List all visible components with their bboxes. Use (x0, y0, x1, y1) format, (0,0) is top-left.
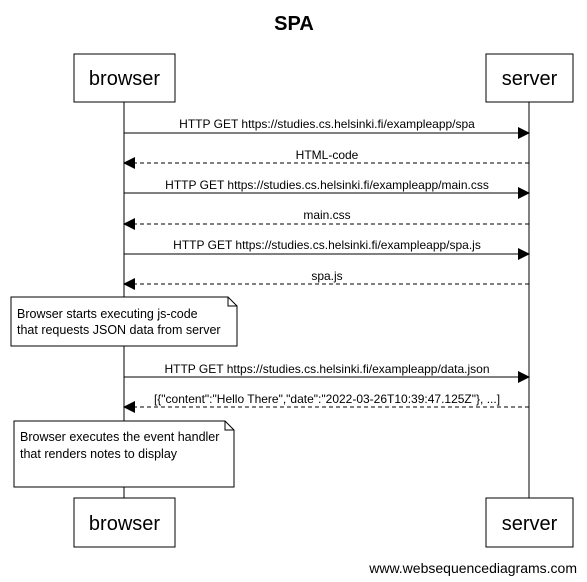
message-1-label: HTTP GET https://studies.cs.helsinki.fi/… (179, 117, 475, 131)
message-7-label: HTTP GET https://studies.cs.helsinki.fi/… (164, 362, 489, 376)
message-3: HTTP GET https://studies.cs.helsinki.fi/… (124, 178, 530, 199)
message-7: HTTP GET https://studies.cs.helsinki.fi/… (124, 362, 530, 383)
note-1-line-2: that requests JSON data from server (17, 323, 221, 337)
message-1: HTTP GET https://studies.cs.helsinki.fi/… (124, 117, 530, 139)
actor-browser-top: browser (73, 53, 176, 103)
message-2: HTML-code (123, 148, 529, 169)
actor-browser-top-label: browser (89, 68, 160, 90)
actor-browser-bottom-label: browser (89, 513, 160, 535)
actor-browser-bottom: browser (73, 497, 176, 548)
actor-server-bottom-label: server (502, 513, 558, 535)
note-1: Browser starts executing js-code that re… (10, 296, 238, 347)
actor-server-top-label: server (502, 68, 558, 90)
message-8-label: [{"content":"Hello There","date":"2022-0… (154, 392, 500, 406)
note-2: Browser executes the event handler that … (13, 420, 235, 488)
message-3-label: HTTP GET https://studies.cs.helsinki.fi/… (165, 178, 489, 192)
message-8: [{"content":"Hello There","date":"2022-0… (123, 392, 529, 413)
note-2-line-2: that renders notes to display (20, 447, 178, 461)
message-4-label: main.css (303, 208, 350, 222)
message-6: spa.js (123, 269, 529, 290)
message-5-label: HTTP GET https://studies.cs.helsinki.fi/… (173, 238, 481, 252)
note-2-line-1: Browser executes the event handler (20, 430, 219, 444)
footer-credit: www.websequencediagrams.com (368, 560, 577, 576)
actor-server-top: server (485, 53, 574, 103)
note-1-line-1: Browser starts executing js-code (17, 307, 198, 321)
message-5: HTTP GET https://studies.cs.helsinki.fi/… (124, 238, 530, 260)
diagram-title: SPA (274, 13, 314, 35)
actor-server-bottom: server (485, 497, 574, 548)
message-6-label: spa.js (311, 269, 342, 283)
message-4: main.css (123, 208, 529, 230)
message-2-label: HTML-code (296, 148, 359, 162)
